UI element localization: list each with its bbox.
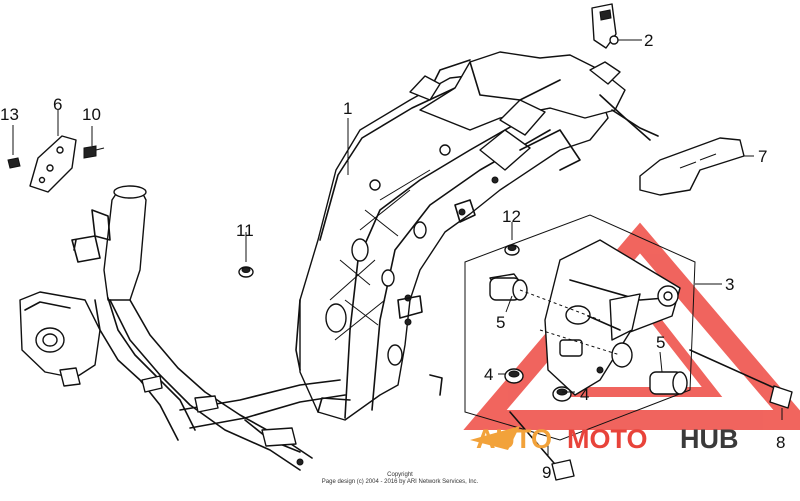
copyright-notice: Copyright Page design (c) 2004 - 2016 by…	[322, 472, 479, 485]
callout-8: 8	[776, 433, 785, 452]
callout-4b: 4	[580, 385, 589, 404]
bolt-part-9	[509, 411, 575, 481]
callout-2: 2	[644, 31, 653, 50]
callout-1: 1	[343, 99, 352, 118]
nut-part-11	[238, 238, 254, 278]
callout-5b: 5	[656, 333, 665, 352]
main-frame	[295, 51, 659, 421]
watermark-auto: AUTO	[476, 424, 552, 454]
bolt-part-8	[689, 349, 793, 409]
copyright-line1: Copyright	[387, 472, 413, 478]
plate-part-6	[7, 125, 105, 193]
leader-lines	[57, 39, 783, 456]
watermark-moto: MOTO	[567, 424, 648, 454]
callout-11: 11	[236, 221, 254, 240]
bracket-part-2	[591, 3, 640, 49]
callout-9: 9	[542, 463, 551, 482]
callout-4a: 4	[484, 365, 493, 384]
callout-labels: 1 2 3 4 4 5 5 6 7 8 9 10 11 12 13	[0, 31, 785, 482]
callout-6: 6	[53, 95, 62, 114]
watermark-hub: HUB	[680, 424, 739, 454]
callout-10: 10	[82, 105, 101, 124]
watermark-logo: AUTO MOTO HUB	[470, 424, 739, 454]
copyright-line2: Page design (c) 2004 - 2016 by ARI Netwo…	[322, 479, 479, 485]
front-frame	[19, 185, 346, 471]
callout-13: 13	[0, 105, 19, 124]
callout-5a: 5	[496, 313, 505, 332]
bracket-part-7	[639, 137, 745, 196]
callout-12: 12	[502, 207, 521, 226]
engine-hanger-assembly	[464, 214, 696, 441]
callout-7: 7	[758, 147, 767, 166]
callout-3: 3	[725, 275, 734, 294]
